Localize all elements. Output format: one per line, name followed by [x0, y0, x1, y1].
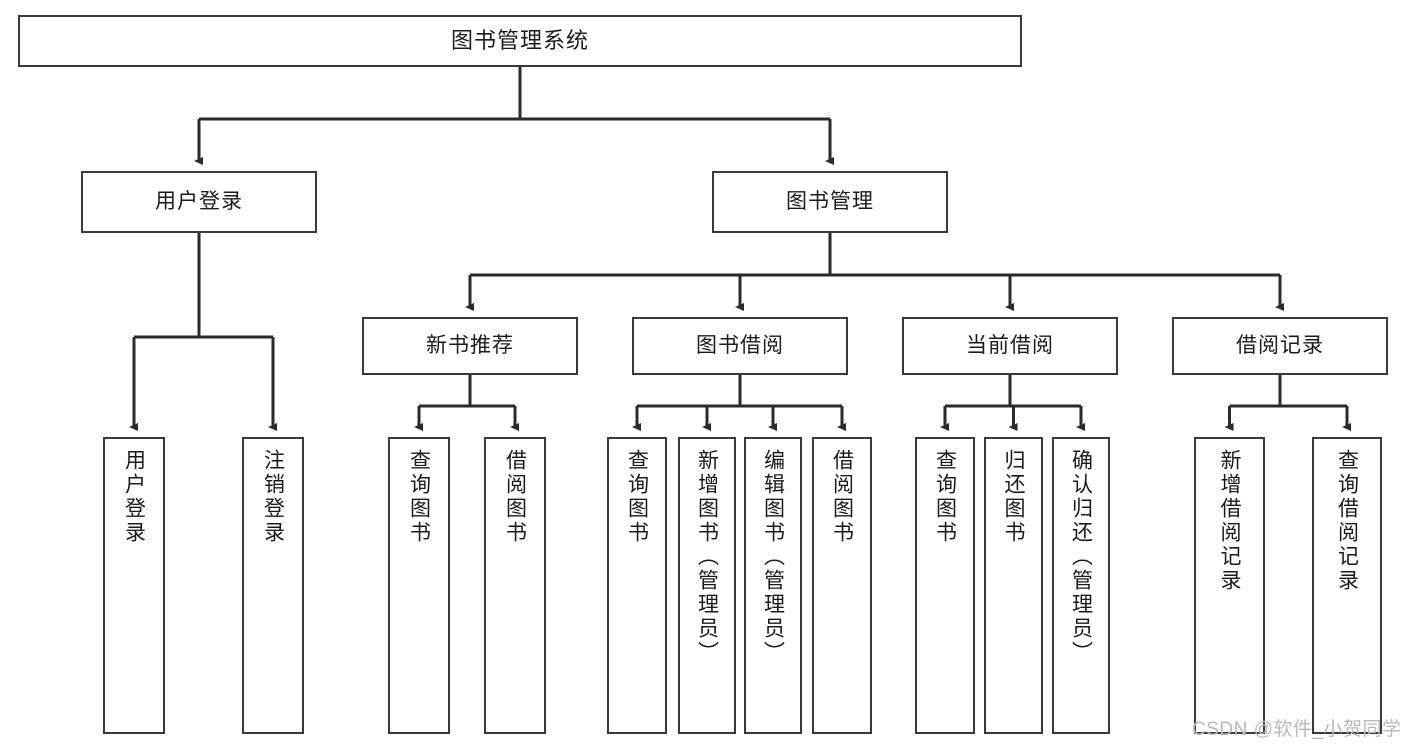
- leaf-query-borrow-record[interactable]: 查询借阅记录: [1312, 437, 1382, 734]
- leaf-query-book-borrow[interactable]: 查询图书: [607, 437, 667, 734]
- node-new-book-recommend[interactable]: 新书推荐: [362, 317, 578, 375]
- leaf-label: 查询图书: [407, 449, 431, 545]
- leaf-label: 确认归还（管理员）: [1069, 449, 1093, 665]
- csdn-watermark: CSDN @软件_小贺同学: [1192, 719, 1402, 740]
- leaf-logout-login[interactable]: 注销登录: [242, 437, 304, 734]
- leaf-query-book-current[interactable]: 查询图书: [915, 437, 975, 734]
- node-book-management[interactable]: 图书管理: [712, 171, 948, 233]
- leaf-return-book[interactable]: 归还图书: [984, 437, 1043, 734]
- leaf-label: 归还图书: [1002, 449, 1025, 545]
- leaf-query-book-recommend[interactable]: 查询图书: [388, 437, 450, 734]
- leaf-label: 新增借阅记录: [1218, 449, 1241, 593]
- leaf-label: 注销登录: [261, 449, 285, 545]
- leaf-label: 查询图书: [933, 449, 957, 545]
- leaf-add-borrow-record[interactable]: 新增借阅记录: [1194, 437, 1265, 734]
- leaf-confirm-return-admin[interactable]: 确认归还（管理员）: [1052, 437, 1110, 734]
- leaf-user-login[interactable]: 用户登录: [103, 437, 165, 734]
- leaf-borrow-book-recommend[interactable]: 借阅图书: [484, 437, 546, 734]
- leaf-label: 查询图书: [625, 449, 649, 545]
- leaf-borrow-book[interactable]: 借阅图书: [812, 437, 872, 734]
- leaf-add-book-admin[interactable]: 新增图书（管理员）: [678, 437, 736, 734]
- leaf-label: 借阅图书: [830, 449, 854, 545]
- leaf-label: 编辑图书（管理员）: [761, 449, 785, 665]
- leaf-label: 用户登录: [122, 449, 146, 545]
- node-user-login[interactable]: 用户登录: [81, 171, 317, 233]
- node-borrow-record[interactable]: 借阅记录: [1172, 317, 1388, 375]
- leaf-edit-book-admin[interactable]: 编辑图书（管理员）: [744, 437, 802, 734]
- node-root[interactable]: 图书管理系统: [18, 15, 1022, 67]
- leaf-label: 借阅图书: [503, 449, 527, 545]
- leaf-label: 查询借阅记录: [1335, 449, 1359, 593]
- leaf-label: 新增图书（管理员）: [695, 449, 719, 665]
- node-book-borrow[interactable]: 图书借阅: [632, 317, 848, 375]
- node-current-borrow[interactable]: 当前借阅: [902, 317, 1118, 375]
